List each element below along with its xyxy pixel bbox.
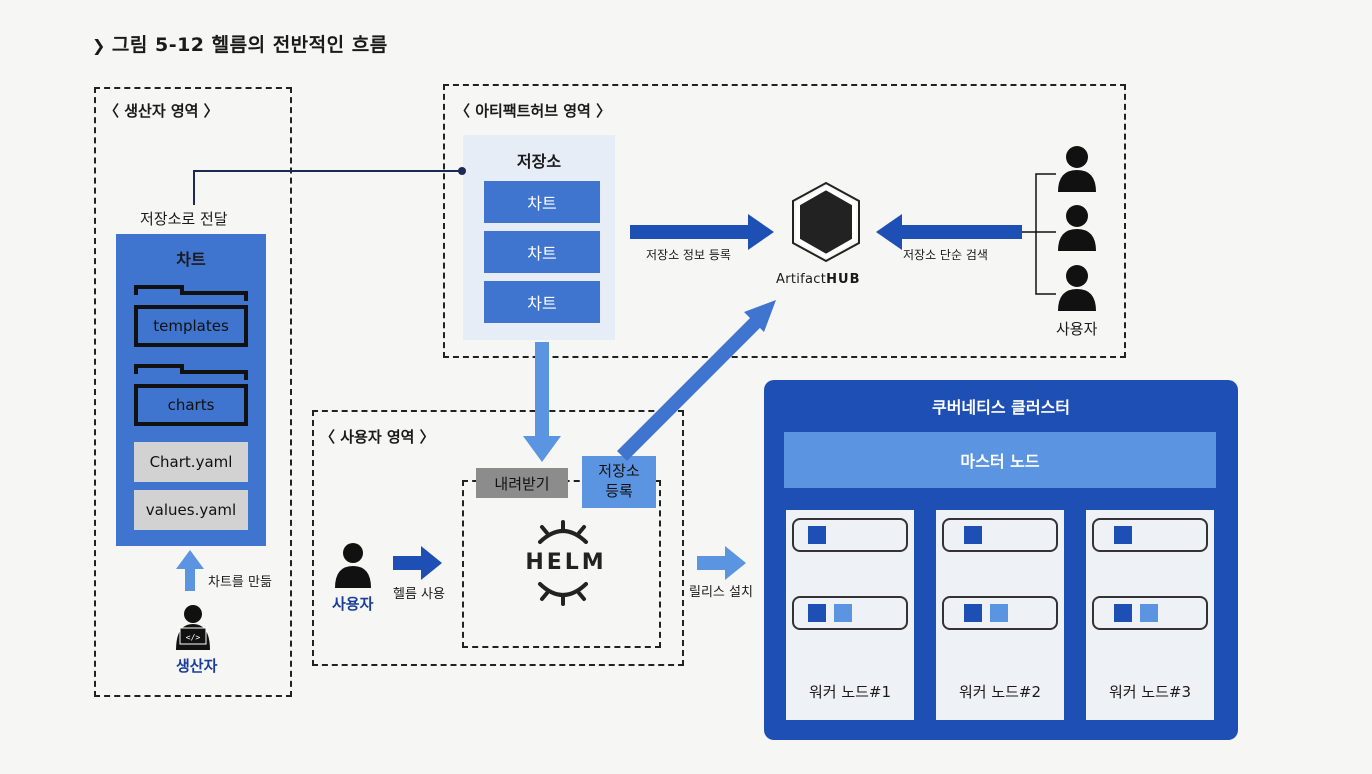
register-info-arrow [630, 214, 774, 250]
download-arrow [523, 342, 561, 462]
install-release-arrow [697, 546, 746, 580]
producer-person-icon: </> [176, 605, 210, 650]
helm-wheel-icon [540, 522, 586, 604]
svg-text:</>: </> [186, 633, 201, 642]
make-chart-arrow [176, 550, 204, 591]
simple-search-arrow [876, 214, 1022, 250]
repo-register-arrow [622, 300, 776, 456]
connector-dot [458, 167, 466, 175]
use-helm-arrow [393, 546, 442, 580]
send-to-repo-connector [194, 171, 462, 205]
hub-users-icons [1022, 146, 1096, 311]
artifact-hub-logo-icon [793, 183, 859, 261]
user-person-icon [335, 543, 371, 588]
